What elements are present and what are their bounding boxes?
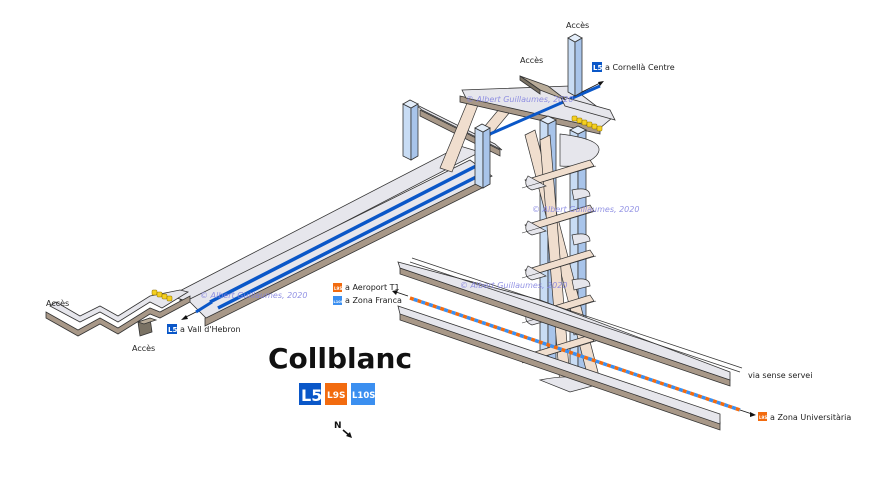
access-label-top-left: Accès bbox=[520, 55, 543, 65]
direction-cornella: L5 a Cornellà Centre bbox=[592, 62, 675, 72]
watermark: © Albert Guillaumes, 2020 bbox=[200, 291, 307, 300]
svg-text:L9S: L9S bbox=[334, 286, 342, 291]
arrow-aeroport bbox=[395, 291, 409, 297]
direction-zona-franca: L10S a Zona Franca bbox=[333, 296, 402, 305]
direction-vall-hebron: L5 a Vall d'Hebron bbox=[167, 324, 241, 334]
north-arrow: N bbox=[334, 421, 352, 438]
l5-track-upper bbox=[489, 84, 601, 136]
unused-track-line-2 bbox=[411, 257, 743, 369]
unused-track-label: via sense servei bbox=[748, 371, 812, 380]
svg-text:a Zona Universitària: a Zona Universitària bbox=[770, 413, 851, 422]
l9-l10-platforms bbox=[392, 257, 756, 431]
svg-text:L5: L5 bbox=[168, 326, 177, 334]
gates-upper bbox=[571, 115, 603, 132]
access-label-left: Accès bbox=[46, 298, 69, 308]
badge-l5-label: L5 bbox=[301, 386, 322, 405]
l9s-l10s-track bbox=[409, 296, 741, 412]
svg-text:L10S: L10S bbox=[334, 300, 344, 304]
access-label-top: Accès bbox=[566, 20, 589, 30]
svg-text:a Vall d'Hebron: a Vall d'Hebron bbox=[180, 325, 241, 334]
l5-platform bbox=[168, 145, 493, 327]
svg-text:a Aeroport T1: a Aeroport T1 bbox=[345, 283, 400, 292]
pillar bbox=[402, 99, 419, 161]
direction-zona-universitaria: L9S a Zona Universitària bbox=[758, 412, 851, 422]
lower-left-corridor bbox=[45, 289, 213, 337]
l5-badge-small bbox=[592, 62, 602, 72]
unused-track-line-1 bbox=[409, 261, 741, 373]
l5-track-1 bbox=[209, 162, 481, 304]
svg-text:a Zona Franca: a Zona Franca bbox=[345, 296, 402, 305]
north-label: N bbox=[334, 421, 342, 431]
l10s-badge-small bbox=[333, 296, 342, 305]
watermark: © Albert Guillaumes, 2020 bbox=[532, 205, 639, 214]
access-top-left-stair bbox=[519, 75, 567, 101]
watermark: © Albert Guillaumes, 2020 bbox=[460, 281, 567, 290]
access-label-bottom-left: Accès bbox=[132, 343, 155, 353]
l9s-badge-small bbox=[333, 283, 342, 292]
badge-l10s bbox=[351, 383, 375, 405]
badge-l9s bbox=[325, 383, 347, 405]
arrow-cornella bbox=[581, 81, 603, 93]
badge-l9s-label: L9S bbox=[327, 391, 345, 401]
svg-text:a Cornellà Centre: a Cornellà Centre bbox=[605, 63, 675, 72]
l9s-badge-small bbox=[758, 412, 767, 421]
l5-badge-small bbox=[167, 324, 177, 334]
badge-l10s-label: L10S bbox=[352, 391, 375, 401]
access-shaft bbox=[567, 33, 583, 97]
line-badges: L5 L9S L10S bbox=[299, 383, 375, 405]
watermark: © Albert Guillaumes, 2020 bbox=[466, 95, 573, 104]
l5-track-2 bbox=[217, 170, 487, 310]
svg-text:L5: L5 bbox=[593, 64, 602, 72]
direction-aeroport: L9S a Aeroport T1 bbox=[333, 283, 400, 292]
pillar bbox=[474, 123, 491, 189]
station-name: Collblanc bbox=[268, 342, 412, 375]
svg-text:L9S: L9S bbox=[759, 415, 767, 420]
badge-l5 bbox=[299, 383, 321, 405]
l5-track-lower bbox=[195, 300, 213, 314]
